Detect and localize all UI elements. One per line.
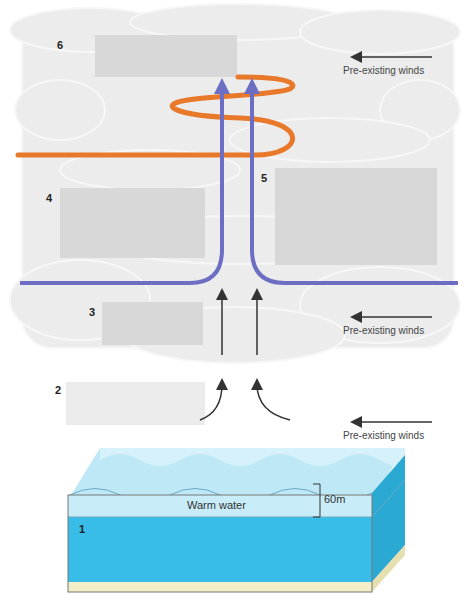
callout-number: 4 [46,193,52,204]
updraft-arrows [200,294,290,420]
wind-arrows [356,57,432,422]
callout-number: 3 [89,307,95,318]
water-label: Warm water [187,500,246,511]
wind-label: Pre-existing winds [343,431,424,441]
callout-number: 1 [79,524,85,535]
callout-number: 6 [57,40,63,51]
wind-label: Pre-existing winds [343,66,424,76]
callout-number: 2 [55,385,61,396]
callout-number: 5 [261,173,267,184]
cloud [10,4,460,363]
dimension-label: 60m [324,494,345,505]
rising-air [20,92,458,283]
wind-label: Pre-existing winds [343,326,424,336]
ocean-block [68,448,405,592]
rising-air-heads [214,78,260,94]
blank-boxes [60,35,437,425]
